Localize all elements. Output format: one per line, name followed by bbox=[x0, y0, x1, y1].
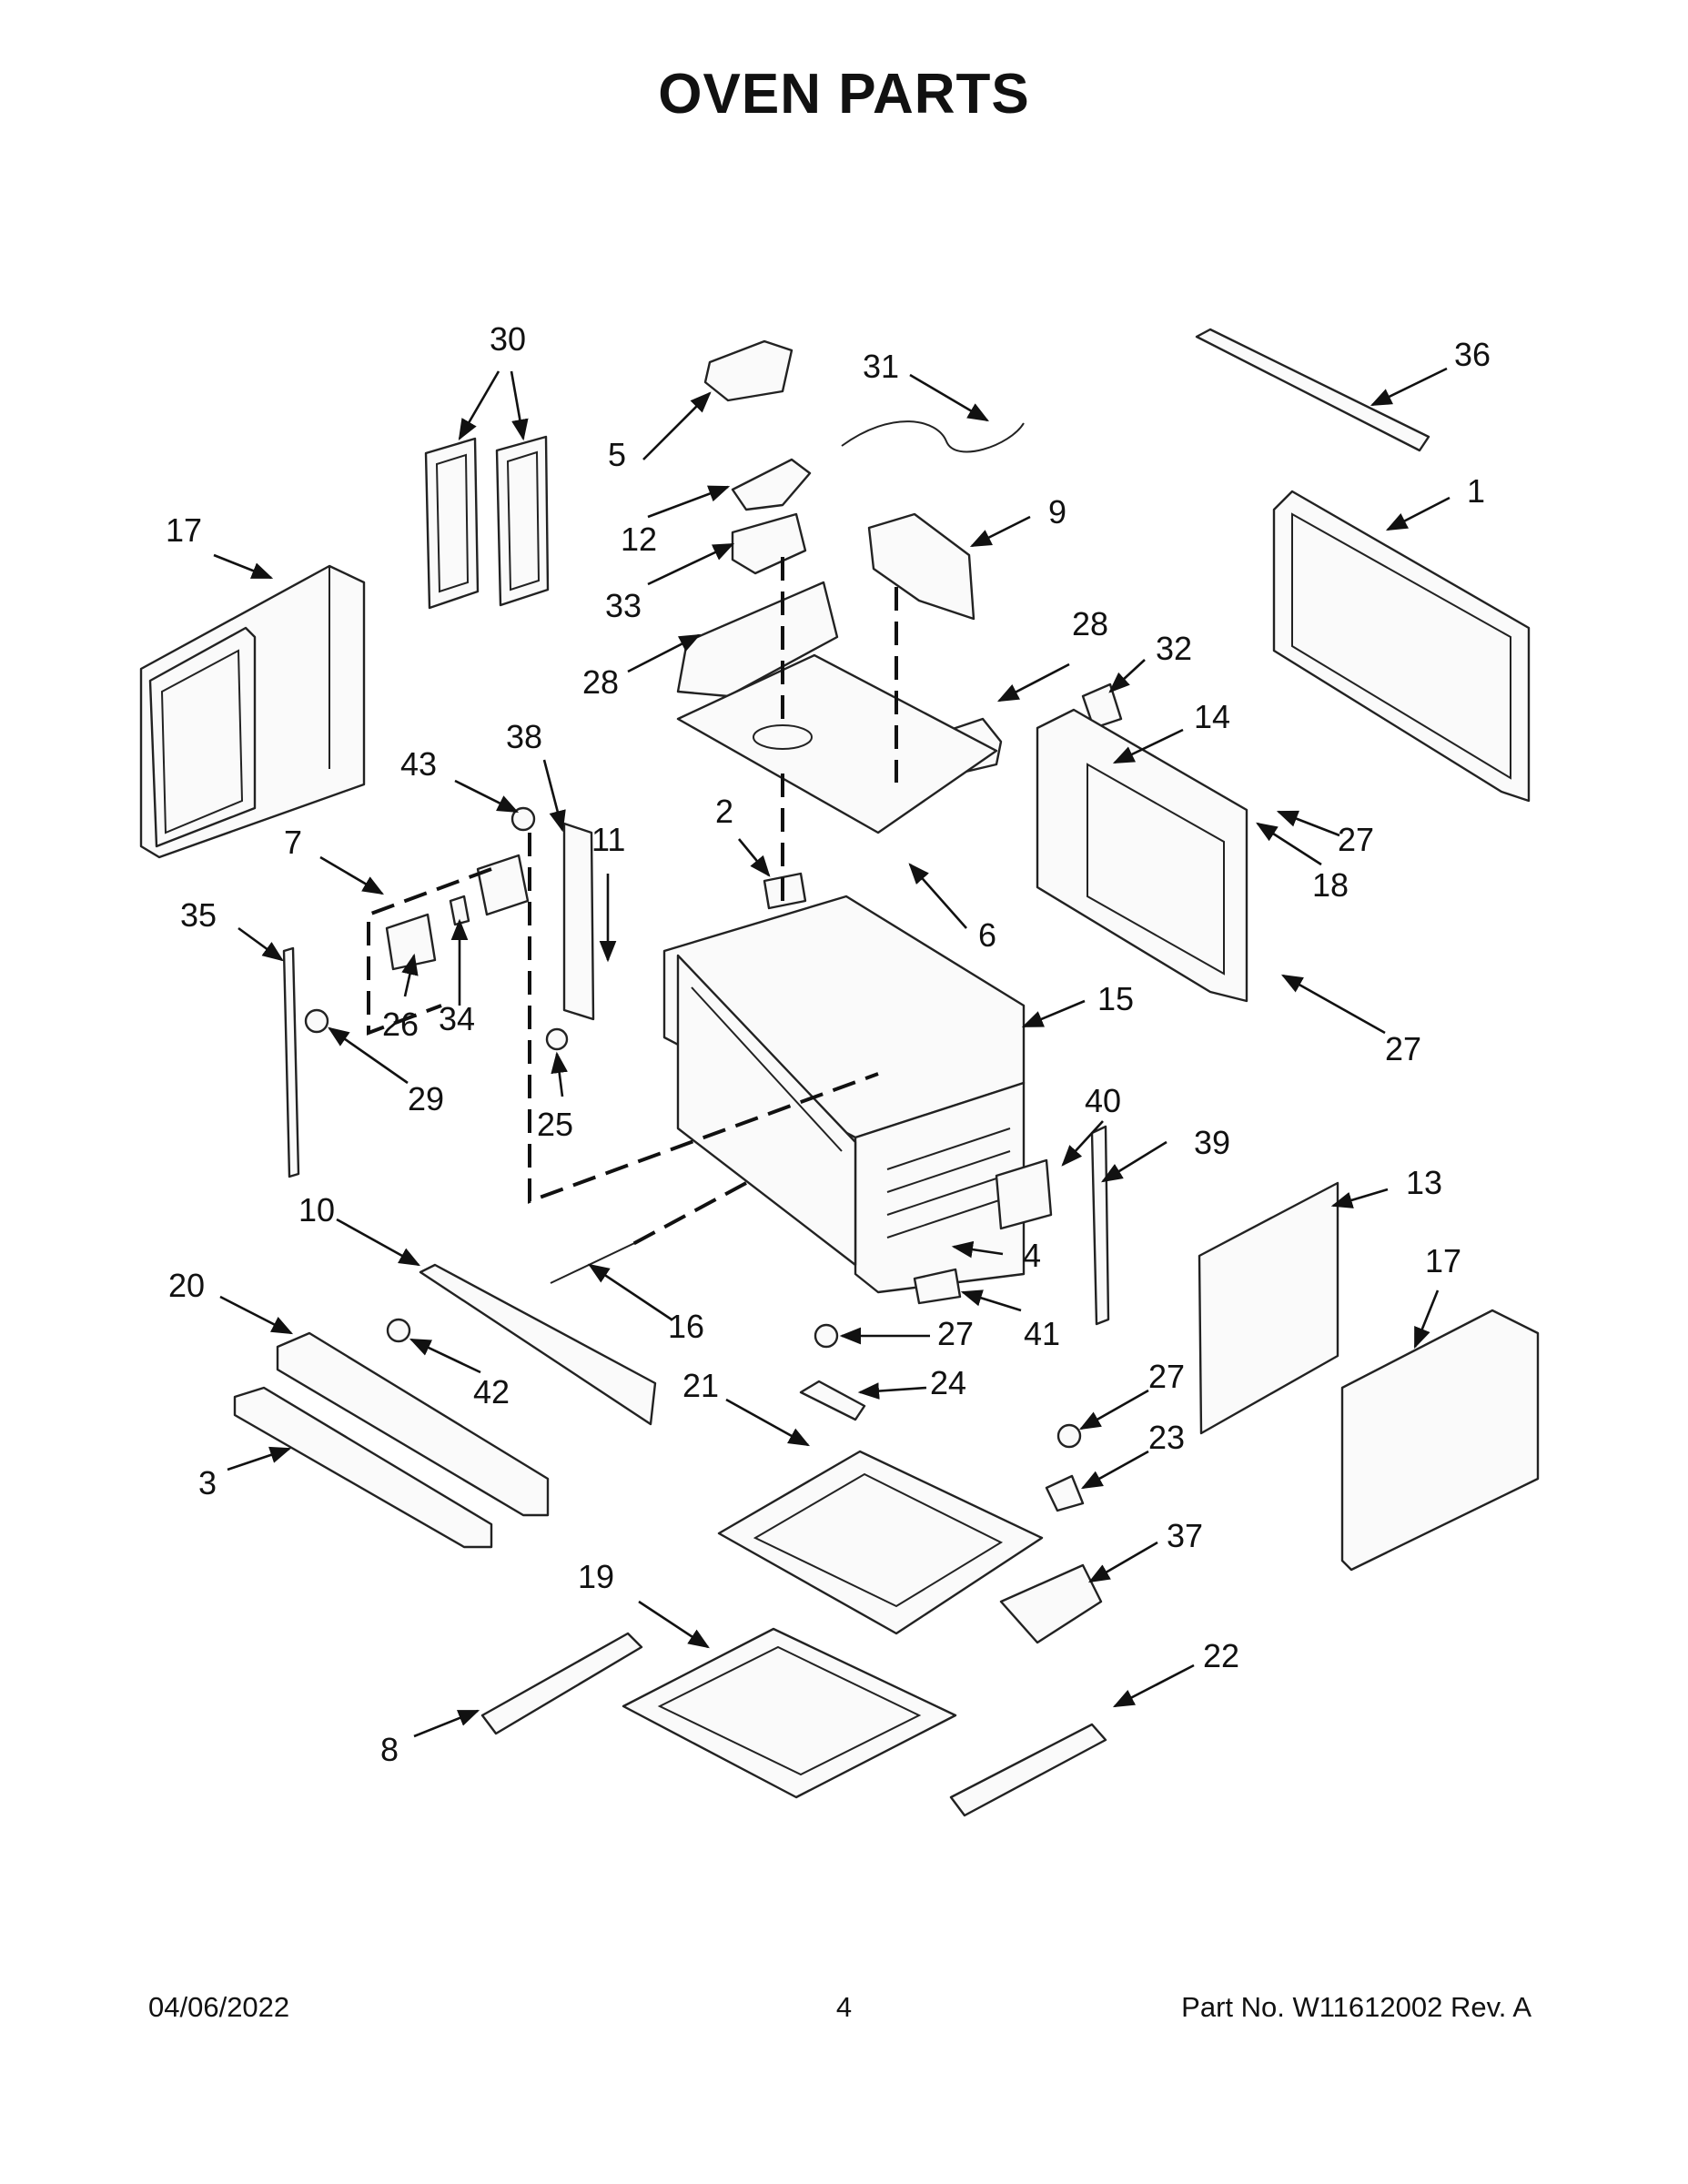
callout-34: 34 bbox=[439, 1000, 475, 1037]
part-30-insulation-batts bbox=[424, 435, 550, 610]
callout-21: 21 bbox=[682, 1367, 719, 1404]
callout-25: 25 bbox=[537, 1106, 573, 1143]
part-3-bottom-trim bbox=[233, 1386, 493, 1549]
part-31-probe bbox=[841, 420, 1025, 453]
callout-2: 2 bbox=[715, 793, 733, 830]
part-17-right-side-panel bbox=[1340, 1309, 1540, 1572]
callout-38: 38 bbox=[506, 718, 542, 755]
part-35-side-rail bbox=[282, 946, 300, 1178]
part-12-bracket bbox=[731, 458, 812, 511]
part-19-storage-bottom bbox=[622, 1627, 957, 1799]
part-22-slide bbox=[949, 1723, 1107, 1817]
callout-30: 30 bbox=[490, 320, 526, 358]
callout-26: 26 bbox=[382, 1006, 419, 1043]
callout-4: 4 bbox=[1023, 1237, 1041, 1274]
callout-40: 40 bbox=[1085, 1082, 1121, 1119]
part-1-rear-frame bbox=[1272, 490, 1531, 803]
callout-12: 12 bbox=[621, 521, 657, 558]
callout-35: 35 bbox=[180, 896, 217, 934]
part-2-fan-motor bbox=[763, 872, 807, 910]
callout-9: 9 bbox=[1048, 493, 1066, 531]
callout-6: 6 bbox=[978, 916, 996, 954]
part-21-oven-bottom bbox=[717, 1450, 1044, 1635]
leader-arrows bbox=[213, 367, 1450, 1738]
callout-numbers: 1 2 3 4 5 6 7 8 9 10 11 12 13 14 15 16 1… bbox=[166, 320, 1491, 1768]
part-10-trim bbox=[419, 1263, 657, 1426]
callout-33: 33 bbox=[605, 587, 642, 624]
part-drawings bbox=[139, 328, 1540, 1817]
part-25-knob bbox=[545, 1027, 569, 1051]
page-title: OVEN PARTS bbox=[658, 63, 1030, 126]
part-17-left-side-panel bbox=[139, 564, 366, 859]
callout-29: 29 bbox=[408, 1080, 444, 1117]
part-27-screw-a bbox=[814, 1323, 839, 1349]
part-20-vent-trim bbox=[276, 1331, 550, 1517]
callout-11: 11 bbox=[591, 821, 625, 858]
part-23-bracket bbox=[1045, 1474, 1085, 1512]
callout-1: 1 bbox=[1467, 472, 1485, 510]
callout-39: 39 bbox=[1194, 1124, 1230, 1161]
part-24-bracket bbox=[799, 1380, 866, 1421]
footer-date: 04/06/2022 bbox=[148, 1991, 290, 2023]
callout-17-right: 17 bbox=[1425, 1242, 1461, 1279]
part-5-control-board bbox=[703, 339, 793, 402]
part-8-slide bbox=[480, 1632, 643, 1735]
callout-15: 15 bbox=[1097, 980, 1134, 1017]
callout-16: 16 bbox=[668, 1308, 704, 1345]
part-32-box bbox=[1081, 682, 1123, 730]
callout-31: 31 bbox=[863, 348, 899, 385]
callout-32: 32 bbox=[1156, 630, 1192, 667]
callout-27-c: 27 bbox=[937, 1315, 974, 1352]
callout-41: 41 bbox=[1024, 1315, 1060, 1352]
part-7-panel bbox=[476, 854, 530, 916]
part-33-fan-housing bbox=[731, 512, 807, 575]
part-40-filter bbox=[995, 1158, 1053, 1230]
part-29-screw bbox=[304, 1008, 329, 1034]
callout-19: 19 bbox=[578, 1558, 614, 1595]
part-13-side-panel bbox=[1198, 1181, 1339, 1435]
callout-13: 13 bbox=[1406, 1164, 1442, 1201]
callout-20: 20 bbox=[168, 1267, 205, 1304]
part-14-back-panel bbox=[1036, 708, 1248, 1003]
callout-22: 22 bbox=[1203, 1637, 1239, 1674]
part-43-screw bbox=[510, 806, 536, 832]
part-38-trim-strip bbox=[562, 822, 595, 1021]
footer-part-number: Part No. W11612002 Rev. A bbox=[1181, 1991, 1531, 2023]
part-27-screw-b bbox=[1056, 1423, 1082, 1449]
callout-36: 36 bbox=[1454, 336, 1491, 373]
part-6-top-panel bbox=[676, 653, 998, 834]
part-16-sensor bbox=[550, 1237, 647, 1284]
callout-43: 43 bbox=[400, 745, 437, 783]
callout-7: 7 bbox=[284, 824, 302, 861]
part-34-bulb bbox=[449, 895, 470, 926]
callout-27-d: 27 bbox=[1148, 1358, 1185, 1395]
part-26-lamp-cover bbox=[385, 913, 437, 971]
part-37-bracket bbox=[999, 1563, 1103, 1644]
callout-23: 23 bbox=[1148, 1419, 1185, 1456]
callout-8: 8 bbox=[380, 1731, 399, 1768]
callout-37: 37 bbox=[1167, 1517, 1203, 1554]
part-9-vent bbox=[867, 512, 975, 621]
callout-10: 10 bbox=[298, 1191, 335, 1228]
part-36-top-trim bbox=[1195, 328, 1430, 452]
callout-18: 18 bbox=[1312, 866, 1349, 904]
callout-28-right: 28 bbox=[1072, 605, 1108, 642]
callout-3: 3 bbox=[198, 1464, 217, 1502]
callout-24: 24 bbox=[930, 1364, 966, 1401]
part-39-rail bbox=[1090, 1125, 1110, 1326]
callout-42: 42 bbox=[473, 1373, 510, 1410]
callout-27-b: 27 bbox=[1385, 1030, 1421, 1067]
callout-17-left: 17 bbox=[166, 511, 202, 549]
callout-27-a: 27 bbox=[1338, 821, 1374, 858]
part-15-oven-cavity bbox=[662, 895, 1026, 1294]
footer-page-number: 4 bbox=[835, 1991, 853, 2023]
part-42-screw bbox=[386, 1318, 411, 1343]
callout-28-left: 28 bbox=[582, 663, 619, 701]
part-41-bracket bbox=[913, 1268, 962, 1305]
callout-14: 14 bbox=[1194, 698, 1230, 735]
callout-5: 5 bbox=[608, 436, 626, 473]
